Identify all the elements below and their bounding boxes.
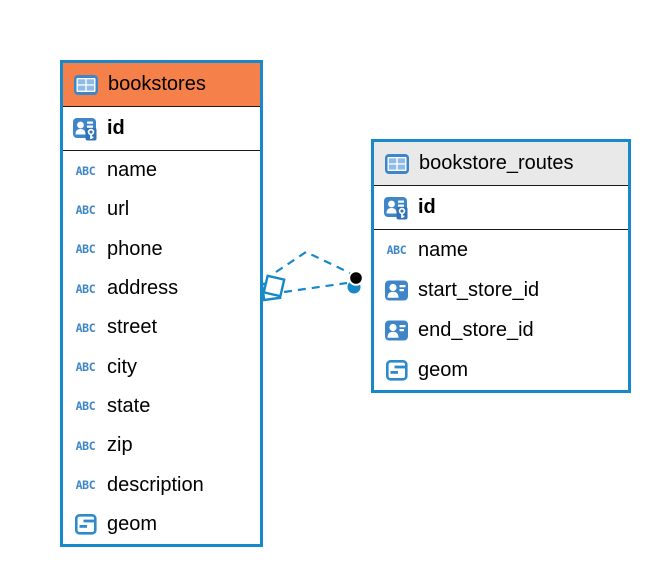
column-row[interactable]: ABC name [374, 230, 628, 270]
column-name: city [107, 355, 137, 378]
column-row[interactable]: ABC address [63, 268, 260, 309]
table-name: bookstore_routes [419, 152, 574, 174]
column-name: geom [107, 512, 158, 535]
table-header-bookstore-routes[interactable]: bookstore_routes [374, 142, 628, 186]
table-icon [382, 153, 411, 174]
column-row[interactable]: ABC city [63, 347, 260, 387]
column-name: id [418, 196, 436, 218]
column-name: end_store_id [418, 318, 534, 341]
column-name: address [107, 277, 179, 300]
foreign-key-icon [382, 280, 411, 301]
text-type-icon: ABC [75, 478, 96, 493]
column-name: id [107, 117, 125, 139]
table-name: bookstores [108, 73, 206, 95]
column-row[interactable]: geom [63, 504, 260, 544]
column-name: state [107, 394, 151, 417]
column-row[interactable]: ABC street [63, 308, 260, 348]
table-header-bookstores[interactable]: bookstores [63, 63, 260, 107]
text-type-icon: ABC [75, 399, 96, 414]
text-type-icon: ABC [75, 163, 96, 178]
geometry-type-icon [71, 513, 100, 535]
foreign-key-icon [382, 320, 411, 341]
column-row[interactable]: ABC zip [63, 426, 260, 466]
column-row[interactable]: start_store_id [374, 270, 628, 310]
text-type-icon: ABC [75, 242, 96, 257]
column-name: start_store_id [418, 278, 540, 301]
column-name: zip [107, 434, 133, 457]
column-row[interactable]: ABC description [63, 465, 260, 505]
relationship-line-upper[interactable] [275, 250, 351, 274]
relationship-line-lower[interactable] [283, 281, 348, 294]
text-type-icon: ABC [386, 243, 407, 257]
column-row-id[interactable]: id [374, 186, 628, 230]
column-row[interactable]: ABC phone [63, 229, 260, 269]
column-name: name [107, 159, 158, 182]
column-name: phone [107, 237, 163, 260]
relationship-target-marker[interactable] [347, 270, 364, 294]
relationship-source-marker[interactable] [260, 274, 286, 302]
column-name: description [107, 473, 204, 496]
text-type-icon: ABC [75, 202, 96, 217]
column-name: street [107, 316, 158, 339]
primary-key-icon [382, 196, 411, 220]
column-name: url [107, 198, 130, 221]
column-row[interactable]: geom [374, 350, 628, 390]
table-icon [71, 74, 100, 95]
column-row-id[interactable]: id [63, 107, 260, 151]
entity-table-bookstore-routes[interactable]: bookstore_routes id ABC name [371, 139, 631, 393]
text-type-icon: ABC [75, 360, 96, 375]
column-row[interactable]: ABC state [63, 386, 260, 427]
column-row[interactable]: ABC name [63, 151, 260, 191]
text-type-icon: ABC [75, 438, 96, 453]
column-name: geom [418, 358, 469, 381]
column-name: name [418, 238, 469, 261]
column-row[interactable]: ABC url [63, 190, 260, 230]
text-type-icon: ABC [75, 281, 96, 296]
column-row[interactable]: end_store_id [374, 310, 628, 350]
geometry-type-icon [382, 359, 411, 381]
primary-key-icon [71, 117, 100, 141]
entity-table-bookstores[interactable]: bookstores id ABC name [60, 60, 263, 547]
text-type-icon: ABC [75, 320, 96, 335]
